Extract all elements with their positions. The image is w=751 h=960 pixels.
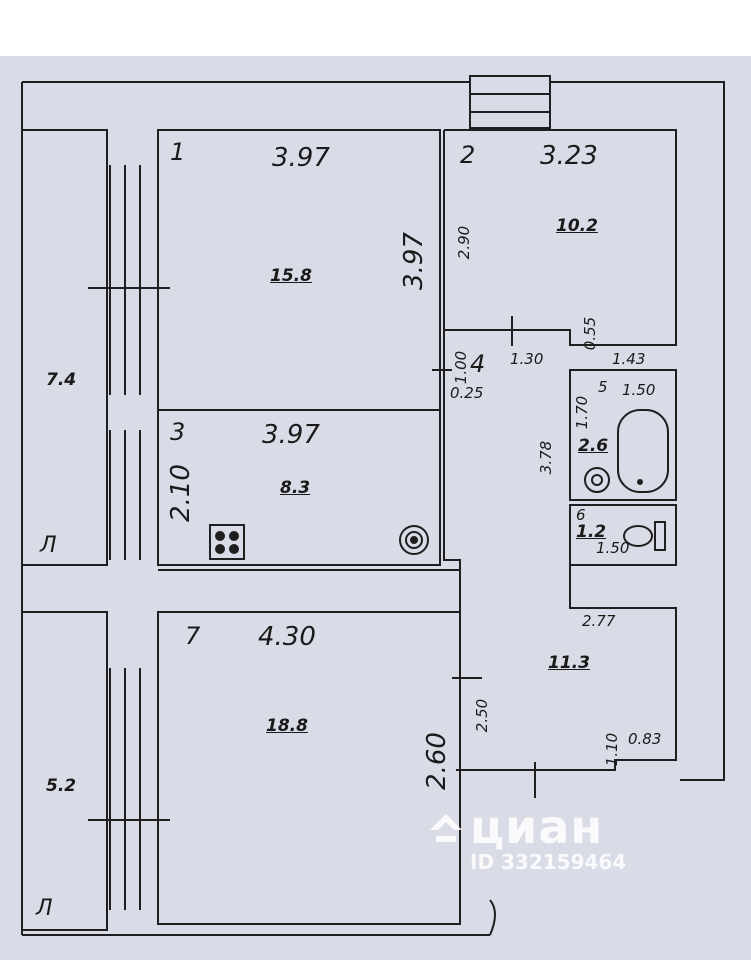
hall-niche-width: 0.83: [628, 730, 662, 748]
room-2-depth: 2.90: [455, 225, 474, 260]
balcony-upper-area: 7.4: [46, 370, 77, 390]
room-6-area: 1.2: [576, 522, 607, 542]
room-4-offset: 0.25: [450, 384, 484, 402]
toilet-bowl: [623, 525, 653, 547]
door-arc: [489, 899, 496, 936]
room-4-walls: [443, 330, 461, 570]
watermark: циан ID 332159464: [430, 800, 700, 880]
room-2-offset: 0.55: [581, 316, 600, 351]
balcony-lower-area: 5.2: [46, 776, 77, 796]
entry-steps: [469, 75, 551, 129]
room-7-walls: [157, 611, 461, 925]
toilet-tank: [654, 521, 666, 551]
corridor-length: 3.78: [537, 440, 556, 475]
room-4-number: 4: [470, 350, 486, 378]
hall-walls: [465, 565, 677, 771]
room-5-width: 1.50: [622, 381, 656, 399]
room-1-depth: 3.97: [398, 232, 429, 290]
room-7-width: 4.30: [258, 622, 316, 652]
room-7-area: 18.8: [266, 716, 308, 736]
balcony-upper: [21, 129, 108, 566]
room-2-area: 10.2: [556, 216, 598, 236]
room-1-width: 3.97: [272, 143, 330, 173]
room-5-number: 5: [598, 378, 608, 396]
room-5-area: 2.6: [578, 436, 609, 456]
sink: [584, 467, 610, 493]
boiler: [399, 525, 429, 555]
room-1-number: 1: [170, 138, 186, 166]
room-5-depth: 1.70: [573, 395, 592, 430]
room-6-number: 6: [576, 506, 586, 524]
watermark-listing-id: ID 332159464: [470, 850, 627, 874]
balcony-lower-tag: Л: [36, 896, 53, 921]
bathtub: [617, 409, 669, 493]
hall-area: 11.3: [548, 653, 590, 673]
room-2-number: 2: [460, 141, 476, 169]
room-3-depth: 2.10: [165, 464, 196, 522]
room-4-width: 1.30: [510, 350, 544, 368]
room-7-number: 7: [185, 622, 201, 650]
bath-drain: [637, 479, 643, 485]
room-4-depth: 1.00: [452, 350, 471, 385]
room-6-walls: [569, 504, 677, 566]
room-6-width: 1.50: [596, 539, 630, 557]
room-7-depth: 2.60: [421, 732, 452, 790]
room-3-area: 8.3: [280, 478, 311, 498]
hall-niche-depth: 1.10: [603, 732, 622, 767]
room-1-area: 15.8: [270, 266, 312, 286]
window-rails: [88, 165, 170, 910]
room-3-walls: [157, 409, 441, 566]
balcony-upper-tag: Л: [40, 533, 57, 558]
hall-width: 2.77: [582, 612, 616, 630]
stove: [209, 524, 245, 560]
sink-inner: [591, 474, 603, 486]
hall-top-width: 1.43: [612, 350, 646, 368]
room-3-number: 3: [170, 418, 186, 446]
balcony-lower: [21, 611, 108, 931]
watermark-brand: циан: [470, 800, 604, 854]
hall-depth: 2.50: [473, 698, 492, 733]
outer-wall: [550, 81, 725, 781]
room-5-walls: [569, 369, 677, 501]
room-2-width: 3.23: [540, 141, 598, 171]
cian-logo-icon: [430, 814, 462, 842]
room-3-width: 3.97: [262, 420, 320, 450]
